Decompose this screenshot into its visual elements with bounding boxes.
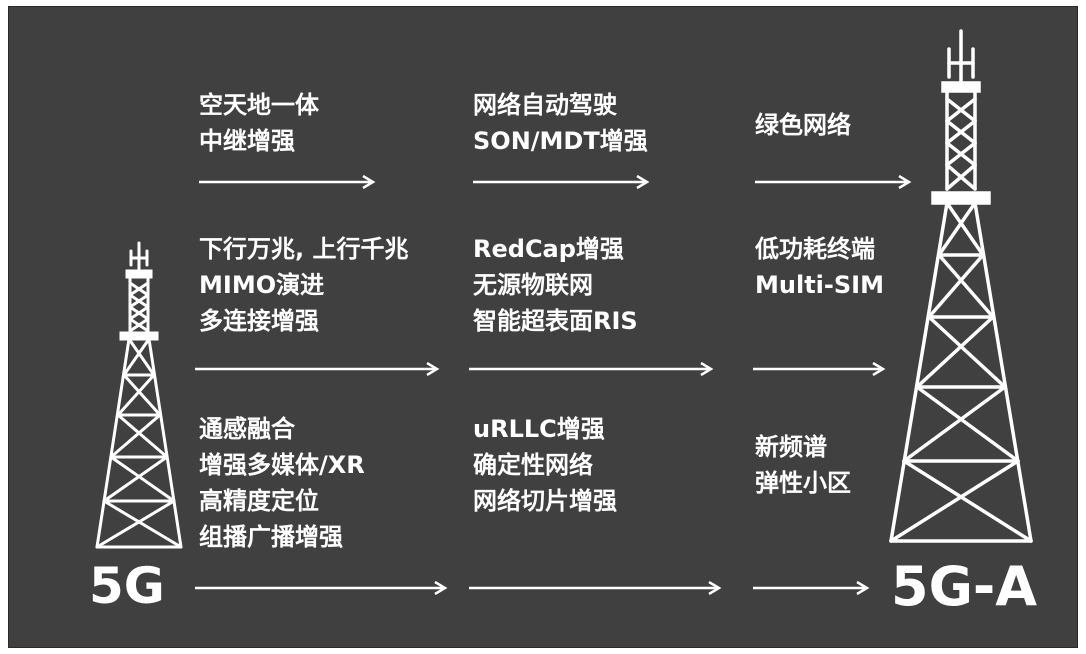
text-line: 下行万兆, 上行千兆 — [199, 235, 409, 263]
row1-col3-text: 绿色网络 — [755, 107, 851, 143]
arrow-right-icon — [473, 175, 650, 189]
text-line: 网络自动驾驶 — [473, 91, 617, 119]
row2-col2-text: RedCap增强 无源物联网 智能超表面RIS — [473, 231, 638, 339]
text-line: 无源物联网 — [473, 271, 593, 299]
text-line: SON/MDT增强 — [473, 127, 648, 155]
arrow-right-icon — [195, 362, 440, 376]
text-line: MIMO演进 — [199, 271, 325, 299]
text-line: 低功耗终端 — [755, 235, 875, 263]
text-line: 组播广播增强 — [199, 523, 343, 551]
row3-col1-text: 通感融合 增强多媒体/XR 高精度定位 组播广播增强 — [199, 411, 365, 555]
text-line: 新频谱 — [755, 433, 827, 461]
text-line: 网络切片增强 — [473, 487, 617, 515]
text-line: 高精度定位 — [199, 487, 319, 515]
row3-col3-text: 新频谱 弹性小区 — [755, 429, 851, 501]
text-line: 空天地一体 — [199, 91, 319, 119]
text-line: 多连接增强 — [199, 307, 319, 335]
end-label: 5G-A — [891, 555, 1038, 618]
diagram-panel: 5G 5G-A 空天地一体 中继增强 网络自动驾驶 SON/MDT增强 绿色网络… — [8, 6, 1078, 648]
arrow-right-icon — [755, 175, 912, 189]
arrow-right-icon — [753, 362, 886, 376]
arrow-right-icon — [753, 581, 870, 595]
arrow-right-icon — [195, 581, 448, 595]
text-line: uRLLC增强 — [473, 415, 605, 443]
text-line: Multi-SIM — [755, 271, 884, 299]
arrow-right-icon — [199, 175, 376, 189]
row1-col2-text: 网络自动驾驶 SON/MDT增强 — [473, 87, 648, 159]
row3-col2-text: uRLLC增强 确定性网络 网络切片增强 — [473, 411, 617, 519]
text-line: 智能超表面RIS — [473, 307, 638, 335]
start-label: 5G — [89, 557, 165, 615]
row2-col3-text: 低功耗终端 Multi-SIM — [755, 231, 884, 303]
row2-col1-text: 下行万兆, 上行千兆 MIMO演进 多连接增强 — [199, 231, 408, 339]
text-line: 通感融合 — [199, 415, 295, 443]
text-line: 绿色网络 — [755, 111, 851, 139]
text-line: 确定性网络 — [473, 451, 593, 479]
large-tower-icon — [889, 29, 1033, 543]
text-line: 中继增强 — [199, 127, 295, 155]
text-line: 弹性小区 — [755, 469, 851, 497]
small-tower-icon — [95, 241, 183, 549]
arrow-right-icon — [469, 581, 722, 595]
text-line: 增强多媒体/XR — [199, 451, 365, 479]
text-line: RedCap增强 — [473, 235, 624, 263]
arrow-right-icon — [469, 362, 714, 376]
row1-col1-text: 空天地一体 中继增强 — [199, 87, 319, 159]
